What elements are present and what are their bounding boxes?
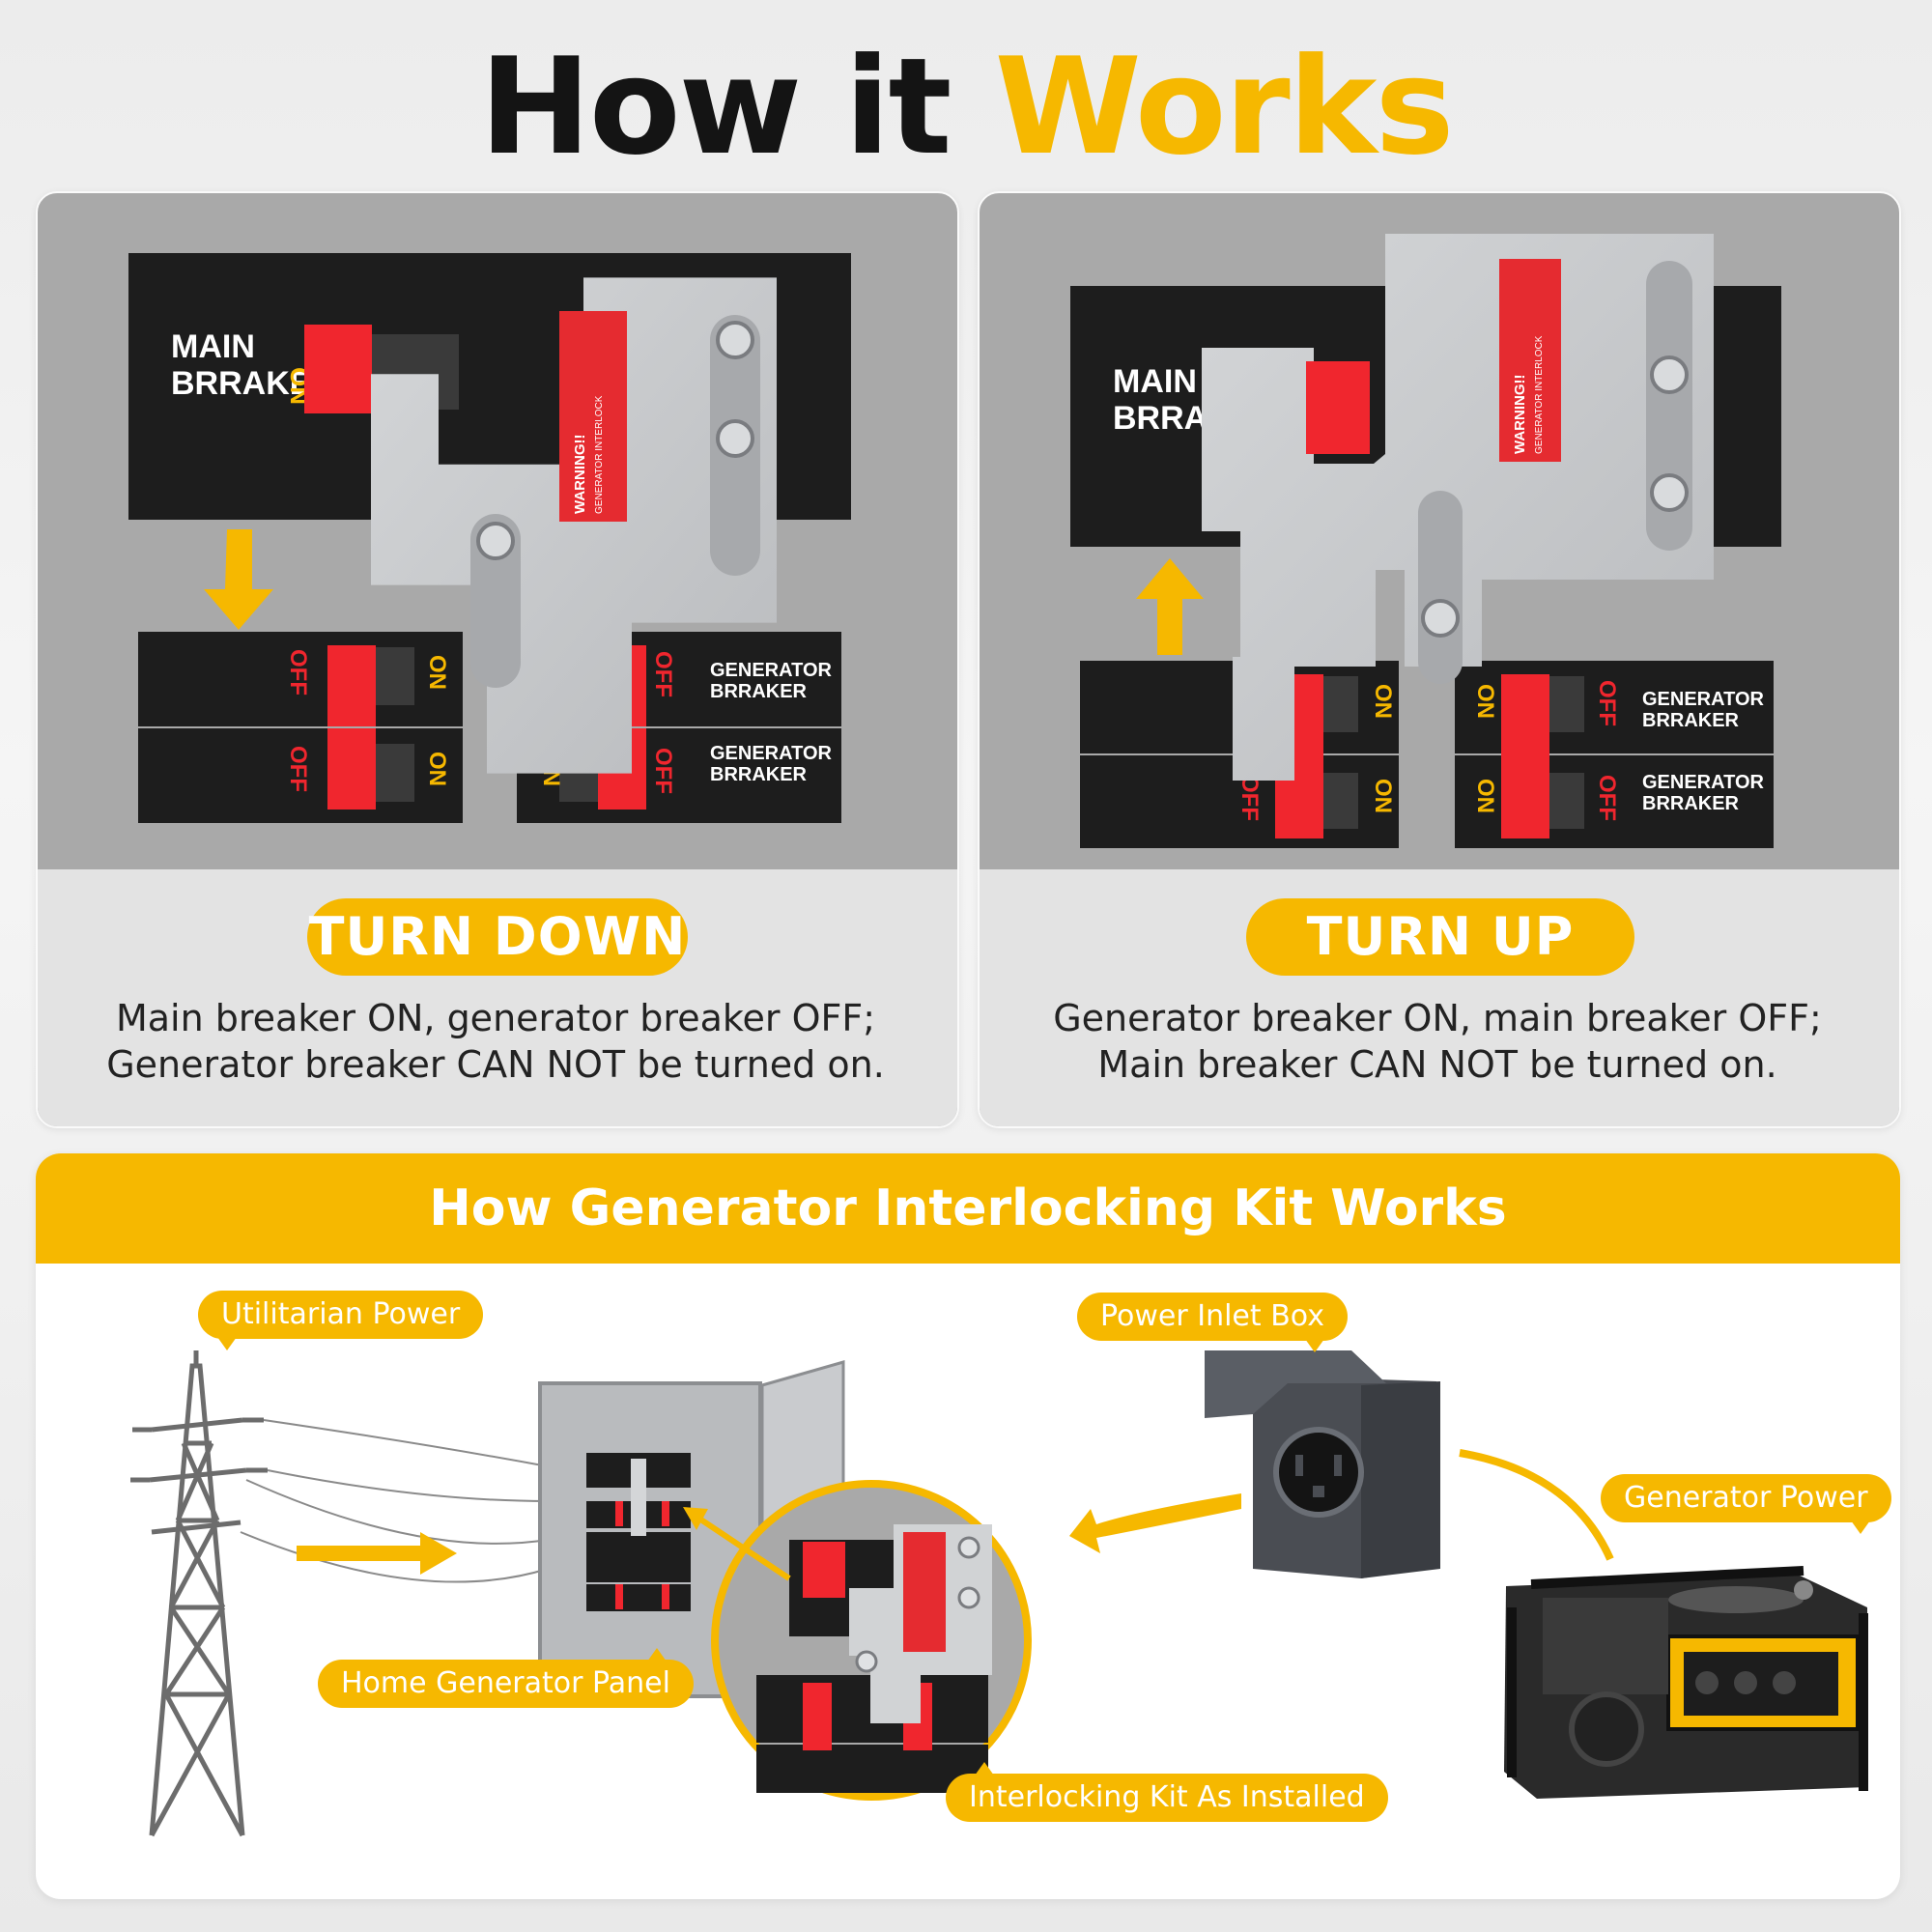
title-part-2: Works xyxy=(994,29,1455,185)
gen-label-1b: BRRAKER xyxy=(710,681,808,702)
generator-icon xyxy=(1504,1566,1868,1799)
title-part-1: How it xyxy=(479,29,995,185)
main-breaker-handle xyxy=(304,325,372,413)
gen-on-text-1: ON xyxy=(424,655,450,690)
screw-icon xyxy=(476,522,515,560)
interlock-kit-section: How Generator Interlocking Kit Works xyxy=(36,1153,1900,1899)
screw-icon xyxy=(716,419,754,458)
turn-down-description: Main breaker ON, generator breaker OFF; … xyxy=(36,995,955,1088)
gen-on-text-4: ON xyxy=(1472,779,1498,813)
warning-title: WARNING!! xyxy=(1512,375,1528,455)
turn-down-panel: MAIN BRRAKER ON OFF OFF ON ON ON OFF OFF… xyxy=(36,191,959,1128)
arrow-down-icon xyxy=(204,529,273,630)
warning-sub: GENERATOR INTERLOCK xyxy=(1534,335,1545,454)
zoom-arrow-icon xyxy=(683,1507,708,1530)
label-tail xyxy=(975,1762,994,1776)
gen-off-text-3: OFF xyxy=(650,651,676,697)
gen-label-2b: BRRAKER xyxy=(710,764,808,785)
warning-sub: GENERATOR INTERLOCK xyxy=(594,395,605,514)
turn-up-desc-line-1: Generator breaker ON, main breaker OFF; xyxy=(1053,997,1822,1039)
page-title: How it Works xyxy=(0,27,1932,187)
gen-label-1a: GENERATOR xyxy=(710,660,832,681)
label-tail xyxy=(1304,1339,1324,1352)
turn-down-desc-line-1: Main breaker ON, generator breaker OFF; xyxy=(115,997,876,1039)
home-generator-panel-label: Home Generator Panel xyxy=(318,1648,694,1708)
warning-sticker xyxy=(1499,259,1561,462)
zoom-connector xyxy=(689,1510,791,1581)
generator-power-label: Generator Power xyxy=(1601,1474,1891,1534)
interlocking-kit-label-text: Interlocking Kit As Installed xyxy=(969,1780,1365,1814)
adjust-slot xyxy=(1418,491,1463,684)
screw-icon xyxy=(1650,473,1689,512)
gen-off-text-4: OFF xyxy=(1594,775,1620,821)
power-lines xyxy=(240,1419,549,1583)
turn-up-pill: TURN UP xyxy=(1246,898,1634,976)
label-tail xyxy=(646,1648,667,1662)
label-tail xyxy=(1850,1520,1870,1534)
gen-off-text-4: OFF xyxy=(650,748,676,794)
gen-on-text-1: ON xyxy=(1370,684,1396,719)
gen-label-2b: BRRAKER xyxy=(1642,793,1740,814)
main-breaker-label-1: MAIN xyxy=(1113,363,1197,400)
utility-power-label-text: Utilitarian Power xyxy=(221,1297,461,1331)
turn-down-pill: TURN DOWN xyxy=(307,898,688,976)
interlocking-kit-label: Interlocking Kit As Installed xyxy=(946,1762,1388,1822)
generator-power-label-text: Generator Power xyxy=(1624,1481,1868,1515)
warning-title: WARNING!! xyxy=(572,435,588,515)
home-generator-panel-label-text: Home Generator Panel xyxy=(341,1666,670,1700)
adjust-slot xyxy=(470,514,521,688)
warning-sticker xyxy=(559,311,627,522)
turn-up-panel: MAIN BRRAKER ON OFF OFF ON ON ON ON OFF … xyxy=(978,191,1901,1128)
screw-icon xyxy=(716,321,754,359)
arrow-left-icon xyxy=(1069,1493,1241,1553)
magnifier-icon xyxy=(711,1480,1032,1801)
inlet-box-icon xyxy=(1205,1350,1440,1578)
gen-off-text-1: OFF xyxy=(285,649,311,696)
turn-up-illustration: MAIN BRRAKER ON OFF OFF ON ON ON ON OFF … xyxy=(1070,234,1781,848)
gen-on-text-2: ON xyxy=(424,752,450,786)
turn-down-desc-line-2: Generator breaker CAN NOT be turned on. xyxy=(106,1043,885,1086)
turn-up-desc-line-2: Main breaker CAN NOT be turned on. xyxy=(1097,1043,1777,1086)
section-title: How Generator Interlocking Kit Works xyxy=(36,1153,1900,1264)
screw-icon xyxy=(1421,599,1460,638)
utility-power-label: Utilitarian Power xyxy=(198,1291,484,1350)
power-tower-icon xyxy=(130,1350,268,1837)
gen-off-text-2: OFF xyxy=(1236,775,1263,821)
main-breaker-label-1: MAIN xyxy=(171,328,255,365)
generator-connector xyxy=(1459,1449,1614,1561)
generator-breakers-right xyxy=(1080,661,1774,848)
interlock-plate-body xyxy=(371,277,777,774)
turn-down-illustration: MAIN BRRAKER ON OFF OFF ON ON ON OFF OFF… xyxy=(128,253,851,823)
gen-on-text-2: ON xyxy=(1370,779,1396,813)
arrow-up-icon xyxy=(1136,558,1204,655)
gen-off-text-2: OFF xyxy=(285,746,311,792)
gen-on-text-3: ON xyxy=(1472,684,1498,719)
label-tail xyxy=(217,1337,237,1350)
gen-label-1b: BRRAKER xyxy=(1642,710,1740,731)
gen-label-2a: GENERATOR xyxy=(710,743,832,764)
arrow-right-icon xyxy=(297,1532,457,1575)
power-inlet-box-label-text: Power Inlet Box xyxy=(1100,1299,1324,1333)
screw-icon xyxy=(1650,355,1689,394)
power-inlet-box-label: Power Inlet Box xyxy=(1077,1293,1348,1352)
main-breaker-handle xyxy=(1306,361,1370,454)
system-diagram xyxy=(130,1350,1868,1837)
turn-up-description: Generator breaker ON, main breaker OFF; … xyxy=(978,995,1897,1088)
gen-label-2a: GENERATOR xyxy=(1642,772,1764,793)
gen-off-text-3: OFF xyxy=(1594,680,1620,726)
gen-label-1a: GENERATOR xyxy=(1642,689,1764,710)
